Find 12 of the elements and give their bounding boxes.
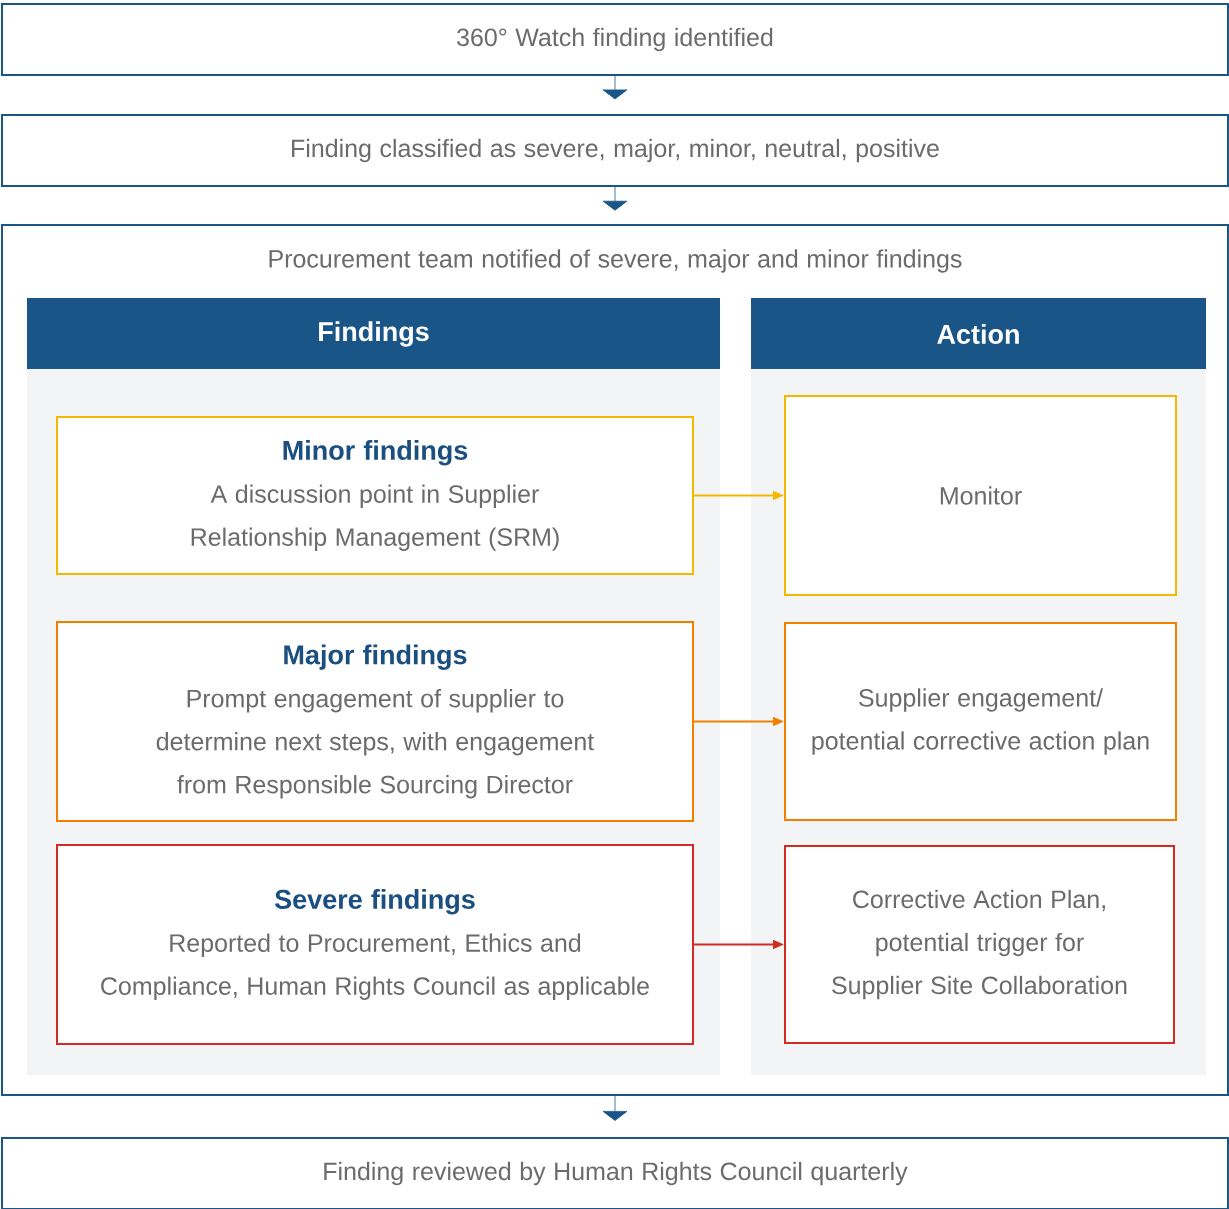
chevron-arrow bbox=[602, 186, 628, 211]
finding-box: Monitor bbox=[784, 395, 1177, 596]
step-box: 360° Watch finding identified bbox=[1, 3, 1229, 76]
step-box: Finding reviewed by Human Rights Council quarterly bbox=[1, 1137, 1229, 1209]
chevron-arrow bbox=[602, 1094, 628, 1121]
chevron-arrow bbox=[602, 75, 628, 100]
finding-box: Major findings Prompt engagement of supplier to determine next steps, with engagement from Responsible Sourcing Director bbox=[56, 621, 694, 822]
finding-box: Minor findings A discussion point in Supplier Relationship Management (SRM) bbox=[56, 416, 694, 575]
step-box: Finding classified as severe, major, minor, neutral, positive bbox=[1, 114, 1229, 187]
finding-box: Severe findings Reported to Procurement, Ethics and Compliance, Human Rights Council as applicable bbox=[56, 844, 694, 1045]
finding-box: Supplier engagement/ potential corrective action plan bbox=[784, 622, 1177, 821]
finding-box: Corrective Action Plan, potential trigger for Supplier Site Collaboration bbox=[784, 845, 1175, 1044]
